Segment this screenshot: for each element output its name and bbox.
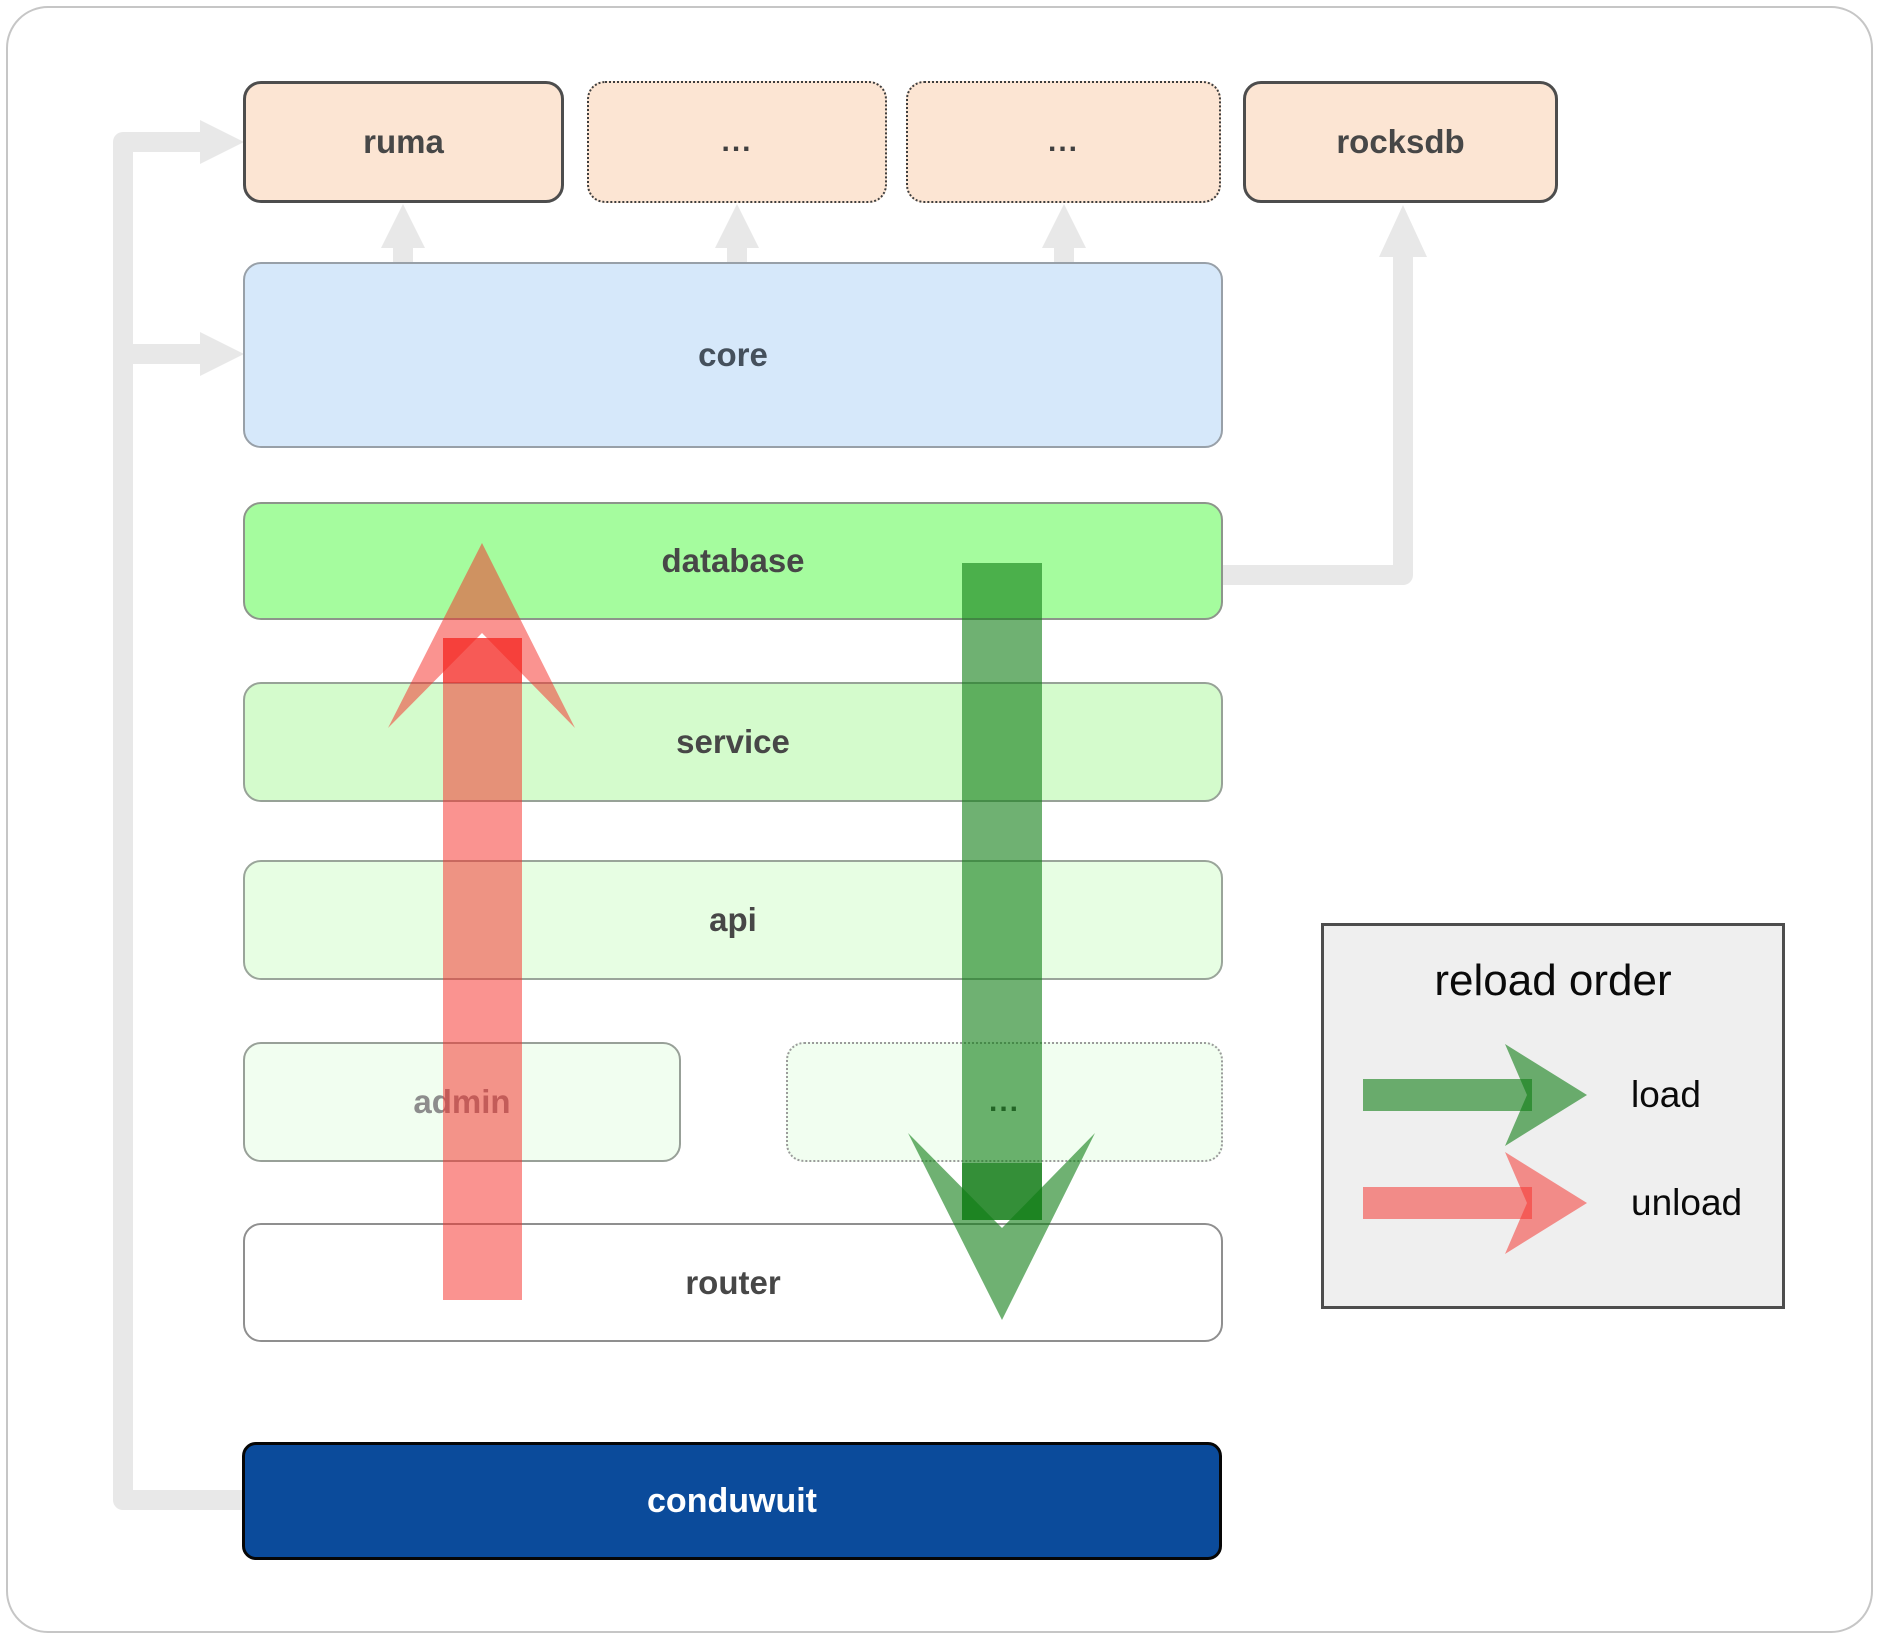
node-ruma: ruma	[243, 81, 564, 203]
node-conduwuit: conduwuit	[242, 1442, 1222, 1560]
node-admin-dots: ...	[786, 1042, 1223, 1162]
node-api-label: api	[709, 901, 757, 938]
node-rocksdb-label: rocksdb	[1336, 123, 1465, 160]
node-service-label: service	[676, 723, 790, 760]
canvas-border	[6, 6, 1873, 1633]
node-ruma-label: ruma	[363, 123, 444, 160]
node-top-dots-1: ...	[587, 81, 887, 203]
node-database-label: database	[661, 542, 805, 579]
node-service: service	[243, 682, 1223, 802]
legend-unload-label: unload	[1631, 1182, 1743, 1223]
node-top-dots-2-label: ...	[1047, 125, 1079, 158]
node-core-label: core	[698, 336, 768, 373]
node-router-label: router	[685, 1263, 781, 1301]
legend-box: reload order load unload	[1321, 923, 1785, 1309]
node-top-dots-1-label: ...	[721, 125, 753, 158]
node-admin-dots-label: ...	[988, 1085, 1020, 1118]
node-router: router	[243, 1223, 1223, 1342]
node-admin-label: admin	[413, 1083, 511, 1120]
node-admin: admin	[243, 1042, 681, 1162]
node-rocksdb: rocksdb	[1243, 81, 1558, 203]
node-database: database	[243, 502, 1223, 620]
legend-title: reload order	[1434, 956, 1672, 1005]
node-conduwuit-label: conduwuit	[647, 1481, 817, 1520]
legend-load-label: load	[1631, 1074, 1701, 1115]
node-api: api	[243, 860, 1223, 980]
node-core: core	[243, 262, 1223, 448]
node-top-dots-2: ...	[906, 81, 1221, 203]
